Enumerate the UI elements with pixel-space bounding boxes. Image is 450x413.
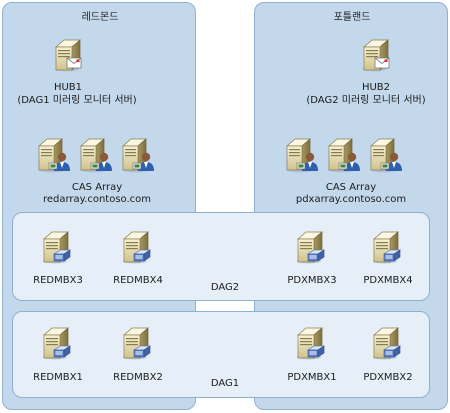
server-label: PDXMBX1: [287, 372, 337, 383]
hub1-server-icon: [52, 38, 84, 76]
hub1-name: HUB1: [53, 82, 83, 93]
site-title-redmond: 레드몬드: [81, 12, 119, 23]
mailbox-server-icon: [370, 326, 402, 364]
server-label: REDMBX1: [33, 372, 83, 383]
dag1-label: DAG1: [210, 378, 240, 389]
pdx-cas-label: CAS Array: [325, 182, 377, 193]
hub2-server-icon: [360, 38, 392, 76]
server-label: REDMBX3: [33, 275, 83, 286]
red-cas-server-icon: [120, 137, 156, 177]
mailbox-server-icon: [370, 230, 402, 268]
mailbox-server-icon: [120, 326, 152, 364]
pdx-cas-server-icon: [368, 137, 404, 177]
red-cas-server-icon: [36, 137, 72, 177]
server-label: REDMBX4: [113, 275, 163, 286]
dag1-panel: [12, 311, 430, 398]
red-cas-server-icon: [78, 137, 114, 177]
pdx-cas-server-icon: [284, 137, 320, 177]
mailbox-server-icon: [40, 230, 72, 268]
mailbox-server-icon: [40, 326, 72, 364]
dag2-label: DAG2: [210, 282, 240, 293]
pdx-cas-fqdn: pdxarray.contoso.com: [295, 194, 407, 205]
hub1-role: (DAG1 미러링 모니터 서버): [17, 95, 137, 106]
site-title-portland: 포틀랜드: [333, 12, 371, 23]
red-cas-label: CAS Array: [71, 182, 123, 193]
mailbox-server-icon: [120, 230, 152, 268]
mailbox-server-icon: [294, 230, 326, 268]
red-cas-fqdn: redarray.contoso.com: [42, 194, 152, 205]
server-label: PDXMBX3: [287, 275, 337, 286]
pdx-cas-server-icon: [326, 137, 362, 177]
server-label: PDXMBX4: [363, 275, 413, 286]
dag2-panel: [12, 212, 430, 301]
server-label: REDMBX2: [113, 372, 163, 383]
server-label: PDXMBX2: [363, 372, 413, 383]
hub2-name: HUB2: [361, 82, 391, 93]
mailbox-server-icon: [294, 326, 326, 364]
hub2-role: (DAG2 미러링 모니터 서버): [306, 95, 426, 106]
